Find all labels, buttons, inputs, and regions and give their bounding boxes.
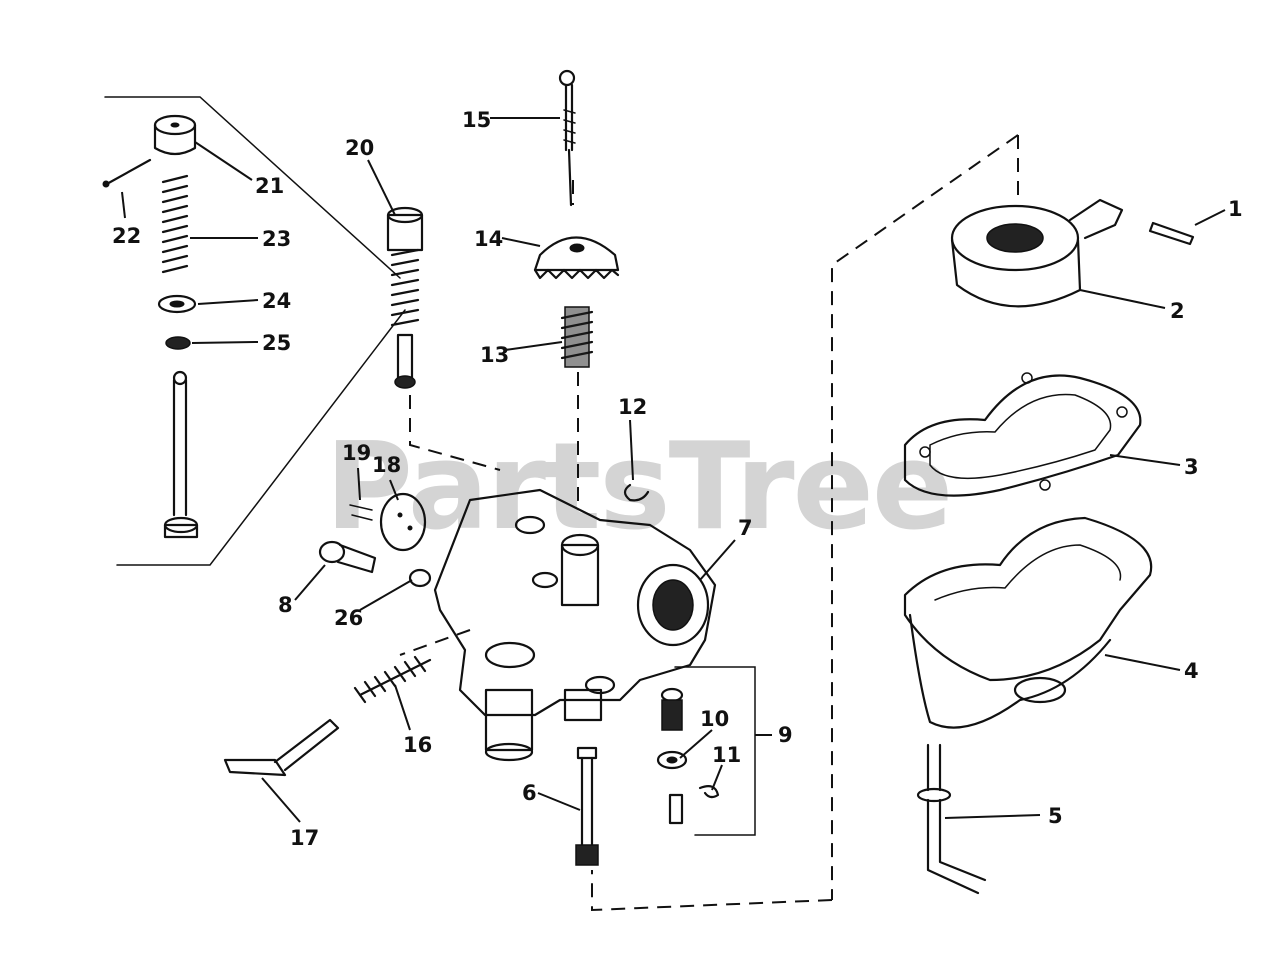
- callout-2: 2: [1170, 299, 1185, 323]
- part-10-washer: [656, 750, 688, 770]
- callout-7: 7: [738, 516, 753, 540]
- group-bracket-20-25: [104, 96, 406, 566]
- part-20-plunger: [386, 206, 424, 389]
- part-3-gasket: [903, 372, 1142, 497]
- callout-13: 13: [480, 343, 509, 367]
- part-21-cap: [153, 114, 197, 156]
- callout-25: 25: [262, 331, 291, 355]
- part-16-spring: [353, 655, 432, 704]
- callout-23: 23: [262, 227, 291, 251]
- callout-11: 11: [712, 743, 741, 767]
- callout-4: 4: [1184, 659, 1199, 683]
- callout-3: 3: [1184, 455, 1199, 479]
- callout-18: 18: [372, 453, 401, 477]
- part-11-clip: [668, 785, 720, 825]
- callout-9: 9: [778, 723, 793, 747]
- part-13-spring: [560, 306, 594, 368]
- callout-24: 24: [262, 289, 291, 313]
- part-24-washer: [157, 294, 197, 314]
- part-15-needle: [558, 69, 576, 207]
- part-12-clip: [623, 483, 650, 502]
- part-8-screw: [318, 540, 377, 574]
- callout-21: 21: [255, 174, 284, 198]
- part-9-jet: [660, 687, 684, 731]
- assembly-guide-lines: [399, 134, 1019, 912]
- callout-5: 5: [1048, 804, 1063, 828]
- part-26-washer: [408, 568, 432, 588]
- callout-20: 20: [345, 136, 374, 160]
- callout-14: 14: [474, 227, 503, 251]
- part-7-carburetor-body: [433, 488, 717, 762]
- part-17-lever: [223, 718, 340, 777]
- callout-19: 19: [342, 441, 371, 465]
- part-1-pin: [1148, 221, 1195, 246]
- part-18-disc: [379, 492, 427, 552]
- part-6-shaft: [575, 746, 599, 866]
- part-25-oring: [165, 336, 191, 350]
- callout-17: 17: [290, 826, 319, 850]
- part-19-spring: [349, 504, 373, 521]
- part-14-knob: [533, 236, 620, 280]
- group-bracket-9: [674, 666, 756, 836]
- part-5-tube: [916, 743, 987, 895]
- part-23-spring: [161, 174, 189, 274]
- callout-6: 6: [522, 781, 537, 805]
- callout-10: 10: [700, 707, 729, 731]
- callout-8: 8: [278, 593, 293, 617]
- part-22-pin: [102, 158, 152, 188]
- leader-lines: [121, 117, 1226, 823]
- callout-16: 16: [403, 733, 432, 757]
- callout-15: 15: [462, 108, 491, 132]
- callout-labels: 1 2 3 4 5 6 7 8 9 10 11 12 13 14 15 16 1…: [112, 108, 1243, 850]
- callout-12: 12: [618, 395, 647, 419]
- callout-1: 1: [1228, 197, 1243, 221]
- watermark-text: PartsTree: [325, 418, 951, 557]
- callout-22: 22: [112, 224, 141, 248]
- part-4-float-bowl: [903, 516, 1153, 729]
- group-shaft: [163, 370, 199, 539]
- part-2-float: [950, 198, 1124, 308]
- callout-26: 26: [334, 606, 363, 630]
